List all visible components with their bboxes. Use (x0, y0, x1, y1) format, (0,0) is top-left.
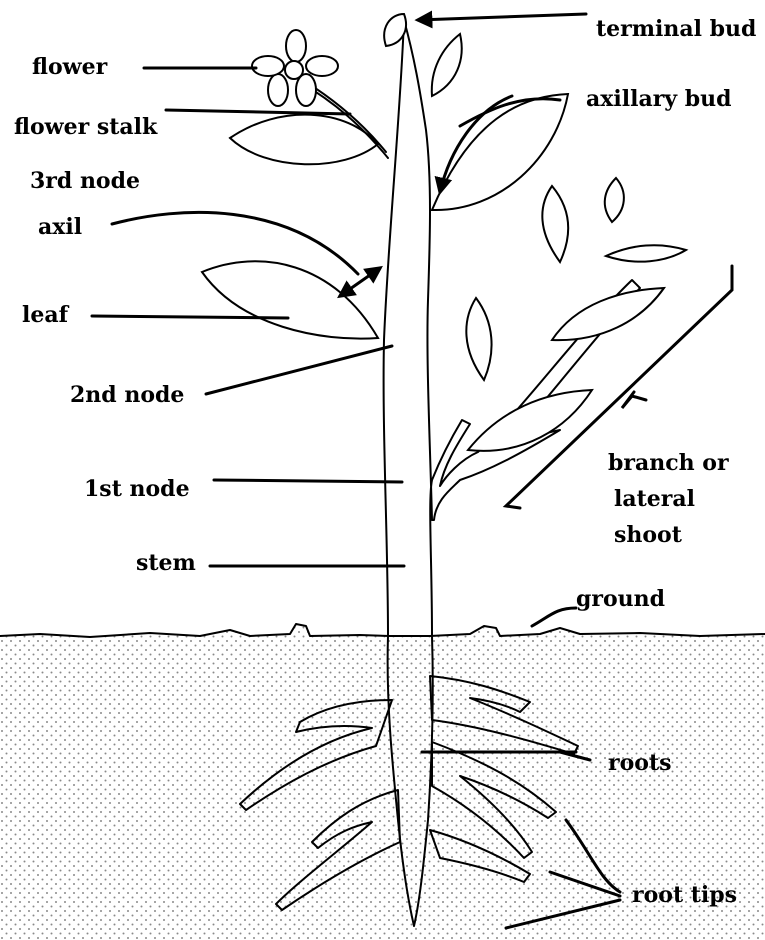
label-ground: ground (576, 586, 665, 612)
leaf-upper-left (230, 115, 378, 165)
label-leaf: leaf (22, 302, 70, 328)
label-branch-line1: branch or (608, 450, 729, 476)
axil-arrow (340, 268, 380, 296)
label-axil: axil (38, 214, 82, 240)
label-stem: stem (136, 550, 196, 576)
label-roots: roots (608, 750, 672, 776)
leaf-right-2 (552, 288, 664, 340)
leaf-lower-left (202, 261, 378, 338)
label-second-node: 2nd node (70, 382, 184, 408)
label-axillary-bud: axillary bud (586, 86, 732, 112)
leaf-right-5 (606, 245, 686, 261)
label-third-node: 3rd node (30, 168, 140, 194)
label-terminal-bud: terminal bud (596, 16, 756, 42)
leaf-bud-right (605, 178, 624, 222)
label-flower-stalk: flower stalk (14, 114, 158, 140)
label-branch-line2: lateral (614, 486, 695, 512)
label-branch-line3: shoot (614, 522, 683, 548)
leaf-top-right (432, 34, 462, 96)
leaf-right-3 (466, 298, 491, 380)
label-first-node: 1st node (84, 476, 190, 502)
leaf-right-4 (542, 186, 568, 262)
label-flower: flower (32, 54, 108, 80)
label-root-tips: root tips (632, 882, 737, 908)
